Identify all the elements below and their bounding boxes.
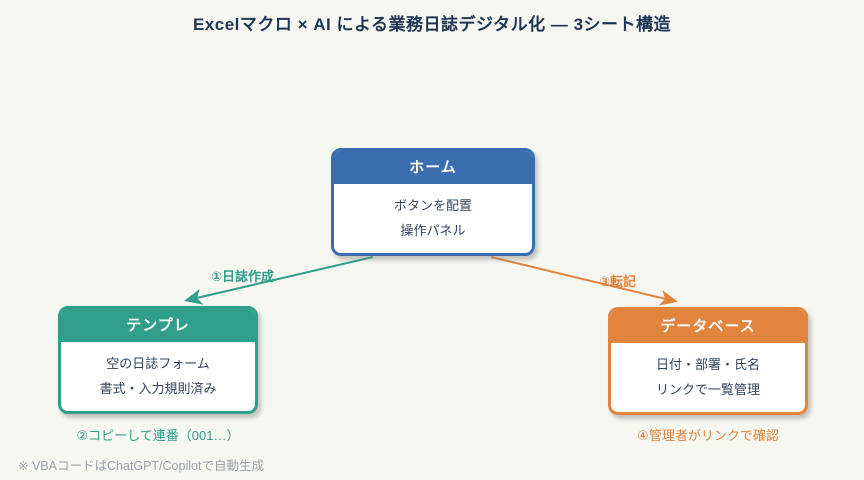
node-home-title: ホーム <box>334 151 532 184</box>
node-template-body: 空の日誌フォーム 書式・入力規則済み <box>61 342 255 401</box>
node-database-line-2: リンクで一覧管理 <box>655 382 760 397</box>
node-home-line-2: 操作パネル <box>400 223 466 238</box>
arrow-create-line <box>184 256 374 305</box>
edge-label-create: ①日誌作成 <box>211 269 275 284</box>
diagram-title: Excelマクロ × AI による業務日誌デジタル化 — 3シート構造 <box>192 15 672 34</box>
node-database-body: 日付・部署・氏名 リンクで一覧管理 <box>611 343 805 402</box>
node-template-line-1: 空の日誌フォーム <box>106 356 210 371</box>
caption-database-note: ④管理者がリンクで確認 <box>637 428 779 443</box>
footnote: ※ VBAコードはChatGPT/Copilotで自動生成 <box>18 459 264 473</box>
arrow-transfer-line <box>490 256 678 306</box>
node-database: データベース 日付・部署・氏名 リンクで一覧管理 <box>608 307 808 415</box>
node-template: テンプレ 空の日誌フォーム 書式・入力規則済み <box>58 306 258 414</box>
node-home-body: ボタンを配置 操作パネル <box>334 184 532 243</box>
node-home: ホーム ボタンを配置 操作パネル <box>331 148 535 256</box>
node-database-title: データベース <box>611 310 805 343</box>
edge-label-transfer: ③転記 <box>599 274 637 289</box>
caption-template-note: ②コピーして連番（001…） <box>76 428 240 443</box>
node-template-title: テンプレ <box>61 309 255 342</box>
node-home-line-1: ボタンを配置 <box>393 198 472 213</box>
node-database-line-1: 日付・部署・氏名 <box>655 357 760 372</box>
node-template-line-2: 書式・入力規則済み <box>99 381 217 396</box>
